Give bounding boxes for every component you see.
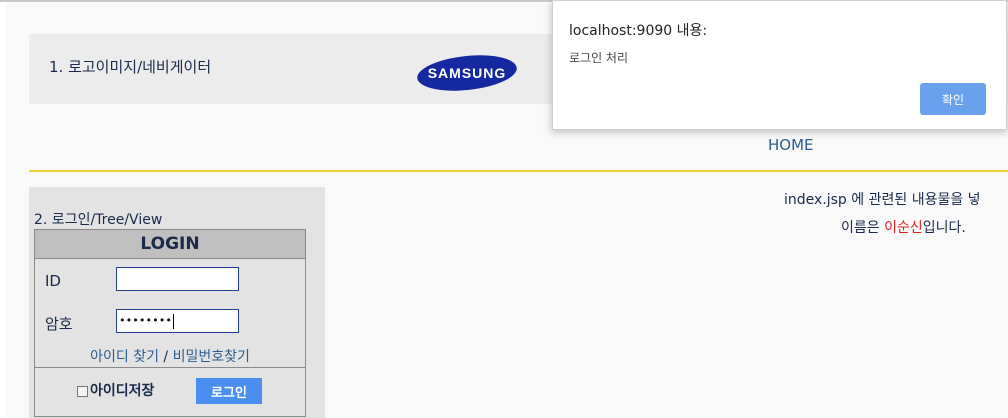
content-text-line2: 이름은 이순신입니다. <box>841 217 966 237</box>
name-prefix: 이름은 <box>841 220 885 236</box>
yellow-divider <box>29 170 1008 172</box>
left-panel: 2. 로그인/Tree/View LOGIN ID 암호 •••••••• 아이… <box>29 187 325 418</box>
name-suffix: 입니다. <box>922 220 966 236</box>
login-actions: 아이디저장 로그인 <box>35 367 305 417</box>
svg-text:SAMSUNG: SAMSUNG <box>428 65 507 81</box>
password-input[interactable]: •••••••• <box>116 309 239 333</box>
password-label: 암호 <box>45 315 73 333</box>
user-name: 이순신 <box>884 220 923 236</box>
login-button[interactable]: 로그인 <box>196 378 262 404</box>
find-password-link[interactable]: 비밀번호찾기 <box>172 349 250 365</box>
remember-id-checkbox[interactable] <box>77 385 88 397</box>
remember-id-label: 아이디저장 <box>90 383 155 399</box>
find-links: 아이디 찾기 / 비밀번호찾기 <box>35 346 305 366</box>
find-id-link[interactable]: 아이디 찾기 <box>90 349 159 365</box>
id-label: ID <box>45 272 61 290</box>
find-links-separator: / <box>163 349 169 365</box>
login-heading: LOGIN <box>35 230 305 259</box>
header-title: 1. 로고이미지/네비게이터 <box>49 58 212 76</box>
login-box: LOGIN ID 암호 •••••••• 아이디 찾기 / 비밀번호찾기 아이디… <box>34 229 306 417</box>
dialog-ok-button[interactable]: 확인 <box>920 83 986 115</box>
samsung-logo[interactable]: SAMSUNG <box>416 54 518 96</box>
main-content: index.jsp 에 관련된 내용물을 넣 이름은 이순신입니다. <box>325 187 1008 418</box>
password-value: •••••••• <box>119 314 172 327</box>
top-border <box>0 0 1008 2</box>
remember-id-option[interactable]: 아이디저장 <box>77 380 154 400</box>
text-caret <box>172 313 174 329</box>
alert-dialog: localhost:9090 내용: 로그인 처리 확인 <box>552 0 1007 130</box>
dialog-title: localhost:9090 내용: <box>569 23 708 39</box>
home-link[interactable]: HOME <box>768 136 814 154</box>
dialog-message: 로그인 처리 <box>569 51 629 65</box>
id-input[interactable] <box>116 267 239 291</box>
content-text-line1: index.jsp 에 관련된 내용물을 넣 <box>784 192 981 208</box>
left-panel-title: 2. 로그인/Tree/View <box>34 212 163 228</box>
